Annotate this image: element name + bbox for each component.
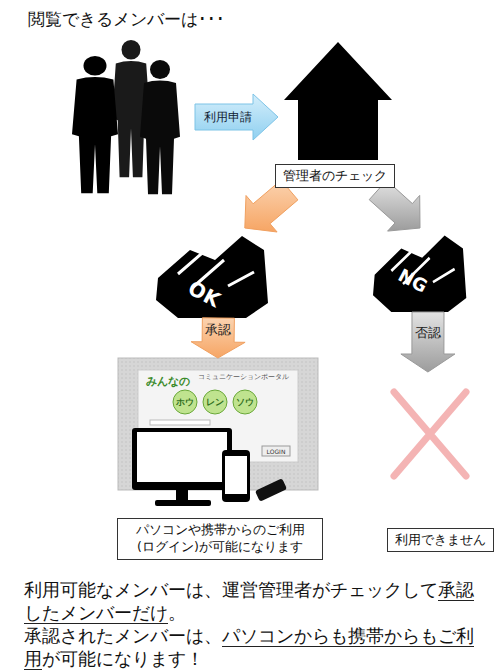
cross-mark	[394, 392, 466, 476]
logo-circle	[203, 390, 227, 414]
request-arrow	[195, 94, 278, 140]
node-shape: パソコンや携帯からのご利用(ログイン)が可能になります	[115, 358, 325, 564]
house-icon	[284, 42, 392, 160]
node-shape: NG	[368, 228, 468, 312]
check-box: 管理者のチェック	[275, 164, 395, 188]
block-arrow	[369, 180, 420, 231]
mobile-device	[255, 478, 287, 502]
phone	[222, 450, 250, 502]
monitor-stand	[176, 490, 188, 500]
block-arrow	[245, 180, 298, 232]
monitor-screen	[137, 432, 227, 482]
result-box: パソコンや携帯からのご利用(ログイン)が可能になります	[117, 518, 323, 560]
screenshot-panel	[118, 358, 318, 490]
node-shape: 管理者のチェック	[270, 40, 400, 190]
edge-label: 承認	[205, 321, 231, 339]
person-silhouette	[72, 56, 118, 193]
result-box: 利用できません	[387, 528, 494, 552]
node-shape: 利用できません	[385, 372, 495, 552]
label-text: 利用申請	[204, 109, 252, 126]
phone-screen	[225, 456, 247, 494]
diagram-title: 閲覧できるメンバーは･･･	[28, 8, 225, 31]
edge-label: 否認	[415, 324, 441, 342]
underline	[24, 623, 168, 624]
label-text: LOGIN	[267, 448, 286, 455]
ng-mark: NG	[395, 264, 431, 297]
label-text: レン	[206, 396, 224, 409]
label-text: ソウ	[236, 396, 254, 409]
monitor-base	[155, 500, 211, 506]
caption-line: 承認されたメンバーは、パソコンからも携帯からもご利用が可能になります！	[24, 624, 486, 670]
login-button	[262, 446, 290, 456]
underline	[24, 669, 42, 670]
ok-mark: OK	[184, 276, 224, 312]
logo-circle	[173, 390, 197, 414]
logo-circle	[233, 390, 257, 414]
block-arrow	[401, 312, 455, 372]
ok-judge-icon	[156, 236, 268, 318]
ng-judge-icon	[373, 235, 466, 312]
underline	[222, 646, 474, 647]
label-text: コミュニケーションポータル	[198, 372, 289, 382]
label-text: みんなの	[146, 374, 190, 389]
caption: 利用可能なメンバーは、運営管理者がチェックして承認したメンバーだけ。	[24, 578, 486, 624]
underline	[438, 600, 474, 601]
input-field	[150, 420, 210, 425]
node-shape: OK	[150, 228, 270, 318]
monitor	[132, 428, 232, 490]
person-silhouette	[140, 60, 180, 194]
block-arrow	[191, 318, 245, 358]
label-text: ホウ	[176, 396, 194, 409]
